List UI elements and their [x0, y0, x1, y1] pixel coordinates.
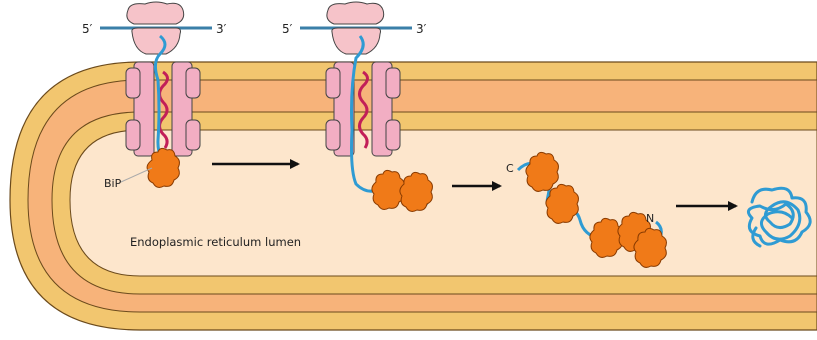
n-terminus-label: N [646, 212, 654, 225]
bip-label: BiP [104, 177, 122, 190]
ribosome-icon [327, 2, 384, 54]
ribosome-icon [127, 2, 184, 54]
c-terminus-label: C [506, 162, 514, 175]
three-prime-label: 3′ [216, 22, 227, 36]
five-prime-label: 5′ [82, 22, 93, 36]
three-prime-label: 3′ [416, 22, 427, 36]
lumen-label: Endoplasmic reticulum lumen [130, 235, 301, 249]
five-prime-label: 5′ [282, 22, 293, 36]
